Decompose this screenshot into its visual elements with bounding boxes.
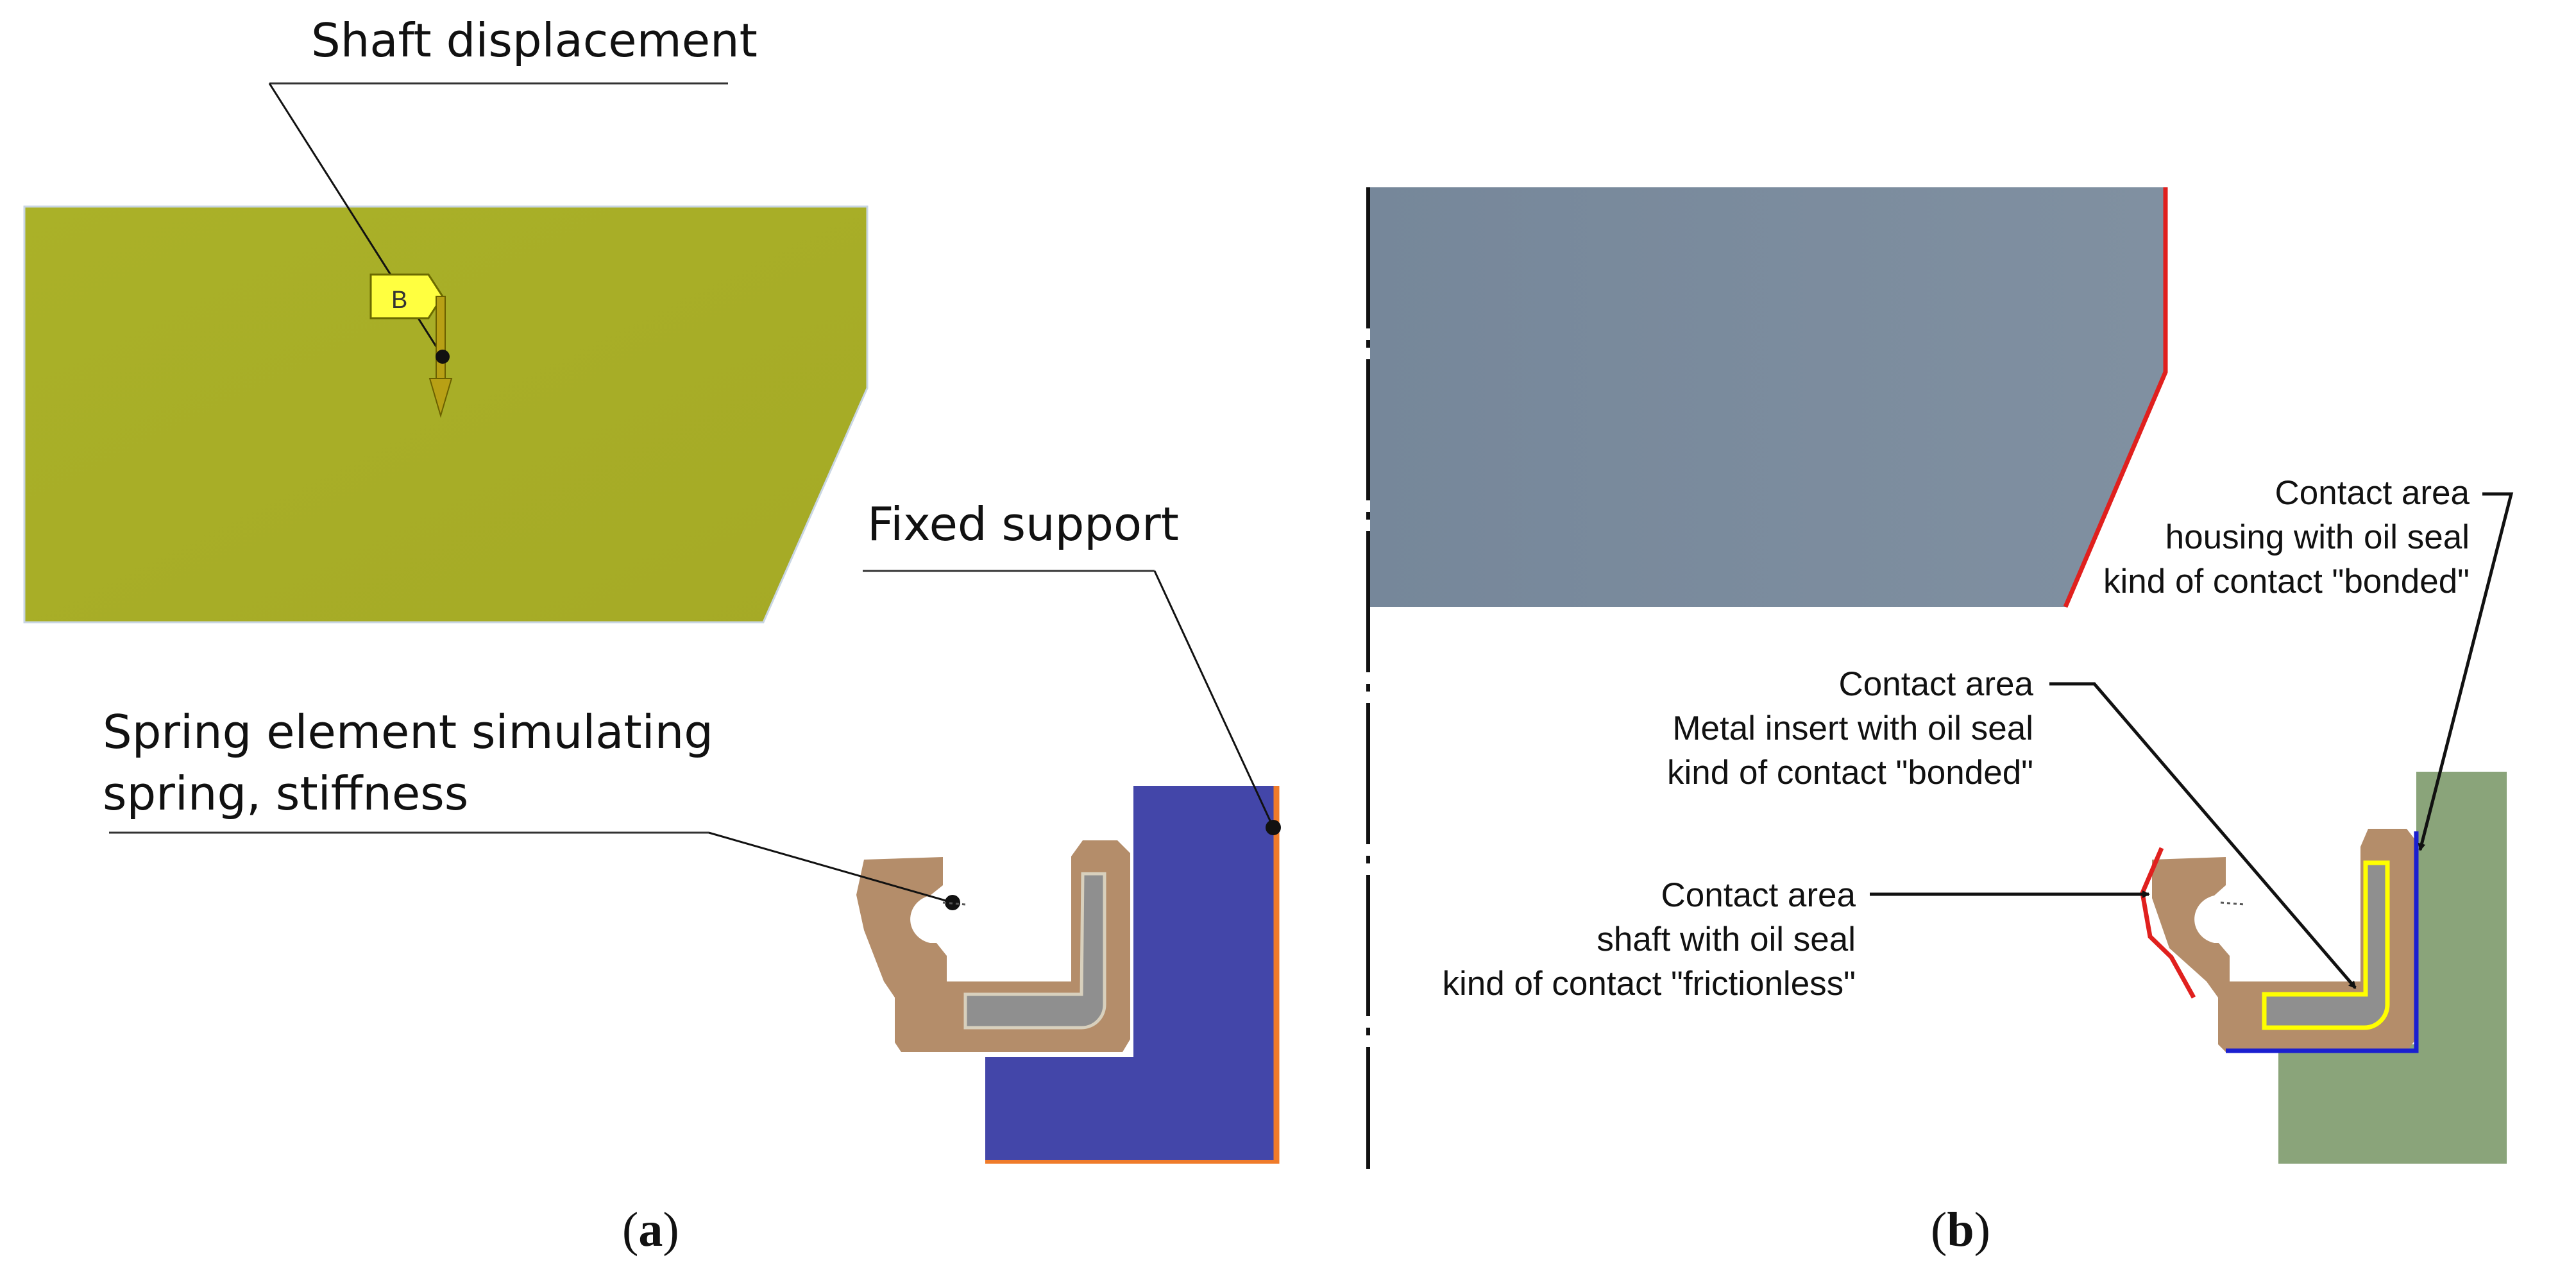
metal-insert-a	[963, 872, 1106, 1030]
spring-label-leader	[708, 831, 953, 904]
housing-contact-line3: kind of contact "bonded"	[2103, 563, 2470, 600]
insert-contact-line2: Metal insert with oil seal	[1672, 709, 2033, 747]
caption-a: (a)	[622, 1203, 679, 1257]
shaft-contact-line2: shaft with oil seal	[1597, 921, 1856, 958]
fixed-support-leader	[1153, 570, 1275, 828]
insert-contact-line1: Contact area	[1839, 665, 2034, 703]
shaft-contact-edge-red	[2063, 187, 2168, 608]
housing-contact-line2: housing with oil seal	[2165, 518, 2470, 556]
marker-letter: B	[391, 287, 407, 314]
spring-label-line1: Spring element simulating	[103, 705, 713, 759]
seal-housing-contact-blue	[2226, 831, 2419, 1053]
shaft-body-a	[23, 205, 869, 624]
panel-a: Shaft displacement B Fixed support Sprin…	[23, 13, 1281, 1257]
housing-contact-line1: Contact area	[2275, 474, 2470, 512]
shaft-displacement-label: Shaft displacement	[311, 13, 758, 67]
displacement-point	[436, 350, 450, 364]
insert-contact-leader	[2049, 682, 2357, 989]
displacement-marker: B	[369, 273, 453, 418]
fixed-support-point	[1266, 820, 1281, 835]
metal-insert-b	[2262, 860, 2390, 1030]
housing-b	[2278, 772, 2507, 1164]
spring-cavity-a	[910, 896, 951, 943]
displacement-arrow-shaft	[436, 296, 446, 380]
seal-shaft-contact-red	[2140, 847, 2196, 999]
fixed-support-label: Fixed support	[867, 497, 1179, 551]
spring-label-line2: spring, stiffness	[103, 767, 468, 820]
insert-contact-line3: kind of contact "bonded"	[1667, 754, 2033, 792]
panel-b: Contact area housing with oil seal kind …	[1366, 187, 2514, 1257]
caption-b: (b)	[1931, 1203, 1990, 1257]
housing-a	[985, 786, 1278, 1164]
spring-cavity-b	[2194, 896, 2233, 943]
shaft-contact-line1: Contact area	[1661, 876, 1856, 914]
displacement-arrow-head	[428, 378, 453, 418]
shaft-body-b	[1370, 187, 2167, 607]
housing-contact-leader	[2418, 492, 2514, 851]
shaft-contact-line3: kind of contact "frictionless"	[1443, 965, 1856, 1003]
spring-element-b	[2220, 901, 2246, 906]
